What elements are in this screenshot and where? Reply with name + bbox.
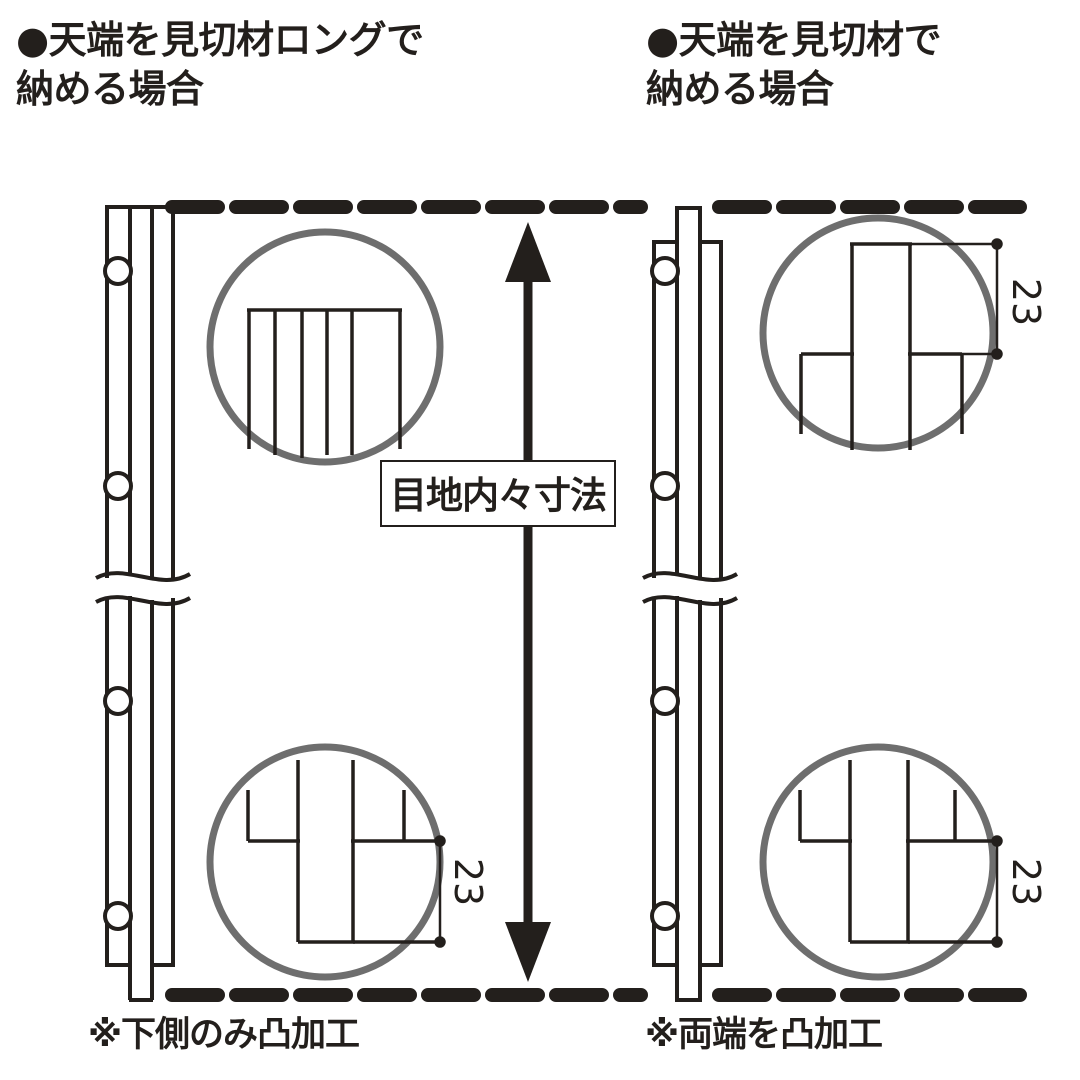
left-section-title: ●天端を見切材ロングで 納める場合: [16, 18, 424, 111]
detail-bottom-right-profile: [798, 760, 1000, 944]
detail-circle-bottom-left: [206, 743, 446, 981]
right-section-note: ※両端を凸加工: [645, 1015, 883, 1055]
dimension-value-bottom-left: 23: [446, 857, 491, 907]
right-board-upper: [652, 206, 723, 580]
right-assembly: [642, 206, 739, 1002]
left-break-symbol: [95, 571, 192, 606]
dimension-line-top-right: [912, 238, 1003, 360]
detail-top-left-profile: [247, 308, 402, 458]
arrow-head-up: [505, 222, 551, 282]
detail-circle-top-right: [759, 214, 1003, 452]
dimension-line-bottom-left: [434, 835, 446, 948]
detail-circle-bottom-right: [759, 743, 1003, 981]
detail-top-right-profile: [799, 242, 964, 450]
left-fastener-holes: [103, 256, 133, 931]
right-board-lower: [652, 596, 723, 1002]
joint-reference-lines: [165, 200, 1027, 1002]
left-section-note: ※下側のみ凸加工: [88, 1015, 360, 1055]
right-fastener-holes: [650, 256, 680, 931]
arrow-head-down: [505, 922, 551, 982]
left-board-lower: [105, 596, 175, 1002]
dimension-line-bottom-right: [991, 835, 1003, 948]
right-section-title: ●天端を見切材で 納める場合: [646, 18, 942, 111]
detail-circle-top-left: [206, 228, 444, 466]
center-dimension-label: 目地内々寸法: [380, 460, 616, 527]
dimension-value-top-right: 23: [1004, 277, 1049, 327]
dimension-value-bottom-right: 23: [1004, 857, 1049, 907]
left-assembly: [95, 205, 192, 1002]
detail-bottom-left-profile: [246, 760, 441, 944]
center-dimension-arrow: [505, 222, 551, 982]
